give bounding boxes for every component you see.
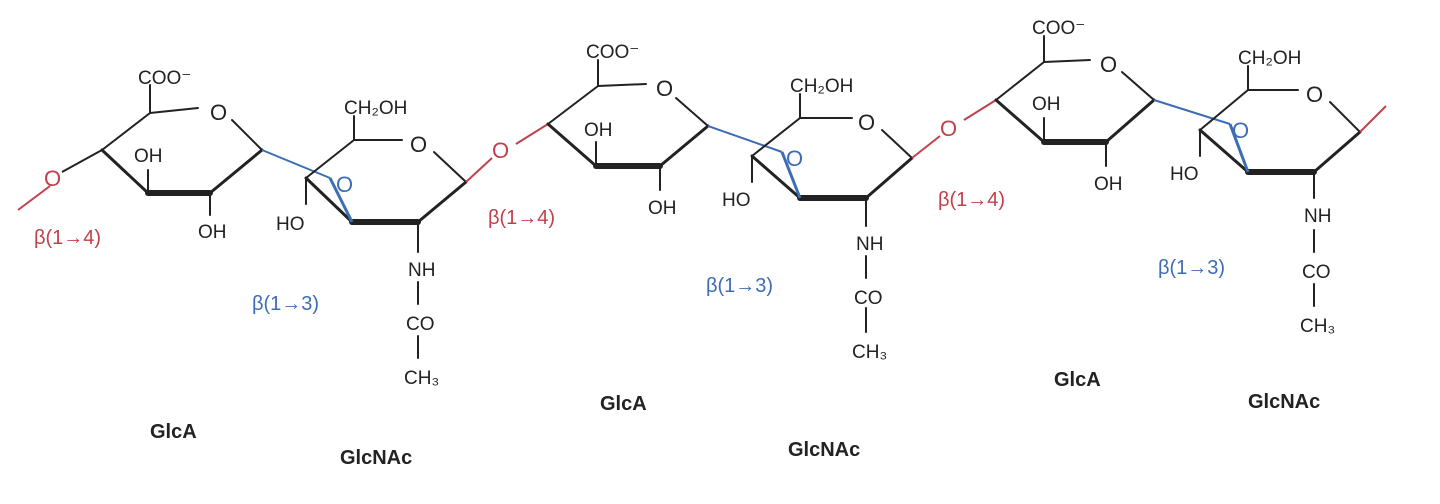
residue-1-carboxylate: COO⁻ (138, 68, 191, 89)
residue-6-beta13-vertical (1228, 123, 1250, 173)
residue-1-ring-oxygen: O (210, 100, 227, 125)
residue-6-c4-hydroxyl: HO (1170, 164, 1199, 185)
residue-6-carbonyl: CO (1302, 262, 1331, 283)
residue-3-beta14-label: β(1→4) (488, 207, 555, 229)
residue-5-c2-hydroxyl: OH (1094, 174, 1123, 195)
residue-1-beta14-label: β(1→4) (34, 227, 101, 249)
residue-6-glcnac-ring (1198, 65, 1362, 307)
residue-3-beta13-bond (707, 125, 783, 153)
residue-4-beta13-vertical (780, 151, 802, 199)
residue-4-c4-hydroxyl: HO (722, 190, 751, 211)
residue-3-name: GlcA (600, 393, 647, 415)
residue-2-name: GlcNAc (340, 447, 412, 469)
residue-1-beta13-bond (261, 149, 331, 179)
residue-4-link-oxygen: O (786, 146, 803, 171)
residue-5-name: GlcA (1054, 369, 1101, 391)
residue-1-c2-hydroxyl: OH (198, 222, 227, 243)
residue-5-carboxylate: COO⁻ (1032, 18, 1085, 39)
residue-6-link-oxygen: O (1232, 118, 1249, 143)
residue-3-carboxylate: COO⁻ (586, 42, 639, 63)
residue-6-hydroxymethyl: CH₂OH (1238, 48, 1301, 69)
residue-1-name: GlcA (150, 421, 197, 443)
residue-1-glca-ring (100, 84, 264, 216)
residue-1-c3-hydroxyl: OH (134, 146, 163, 167)
residue-2-methyl: CH₃ (404, 368, 439, 389)
residue-3-incoming-link (515, 123, 549, 145)
residue-2-glcnac-ring (304, 115, 468, 359)
residue-4-methyl: CH₃ (852, 342, 887, 363)
residue-4-carbonyl: CO (854, 288, 883, 309)
residue-5-c3-hydroxyl: OH (1032, 94, 1061, 115)
residue-3-glca-ring (546, 59, 710, 191)
residue-2-ring-oxygen: O (410, 132, 427, 157)
residue-4-ring-oxygen: O (858, 110, 875, 135)
residue-4-beta13-label: β(1→3) (706, 275, 773, 297)
residue-3-c2-hydroxyl: OH (648, 198, 677, 219)
residue-4-beta14-bond (911, 135, 941, 159)
residue-2-amine: NH (408, 260, 435, 281)
residue-5-link-oxygen: O (940, 116, 957, 141)
residue-2-hydroxymethyl: CH₂OH (344, 98, 407, 119)
residue-5-beta13-bond (1153, 99, 1231, 125)
residue-3-link-oxygen: O (492, 138, 509, 163)
residue-2-beta13-vertical (328, 177, 354, 223)
residue-2-link-oxygen: O (336, 172, 353, 197)
residue-4-hydroxymethyl: CH₂OH (790, 76, 853, 97)
residue-4-amine: NH (856, 234, 883, 255)
residue-6-beta13-label: β(1→3) (1158, 257, 1225, 279)
residue-1-incoming-link (17, 185, 51, 211)
residue-4-glcnac-ring (750, 93, 914, 333)
residue-3-c3-hydroxyl: OH (584, 120, 613, 141)
residue-3-ring-oxygen: O (656, 76, 673, 101)
residue-1-link-oxygen: O (44, 166, 61, 191)
residue-6-name: GlcNAc (1248, 391, 1320, 413)
residue-6-methyl: CH₃ (1300, 316, 1335, 337)
residue-2-beta14-bond (465, 157, 493, 183)
residue-2-beta13-label: β(1→3) (252, 293, 319, 315)
residue-6-amine: NH (1304, 206, 1331, 227)
residue-4-name: GlcNAc (788, 439, 860, 461)
residue-6-outgoing-link (1359, 105, 1387, 133)
residue-5-glca-ring (994, 35, 1156, 167)
residue-5-incoming-link (963, 99, 997, 121)
residue-6-ring-oxygen: O (1306, 82, 1323, 107)
residue-2-carbonyl: CO (406, 314, 435, 335)
residue-1-c4-bond (61, 149, 103, 173)
residue-5-beta14-label: β(1→4) (938, 189, 1005, 211)
residue-2-c4-hydroxyl: HO (276, 214, 305, 235)
residue-5-ring-oxygen: O (1100, 52, 1117, 77)
